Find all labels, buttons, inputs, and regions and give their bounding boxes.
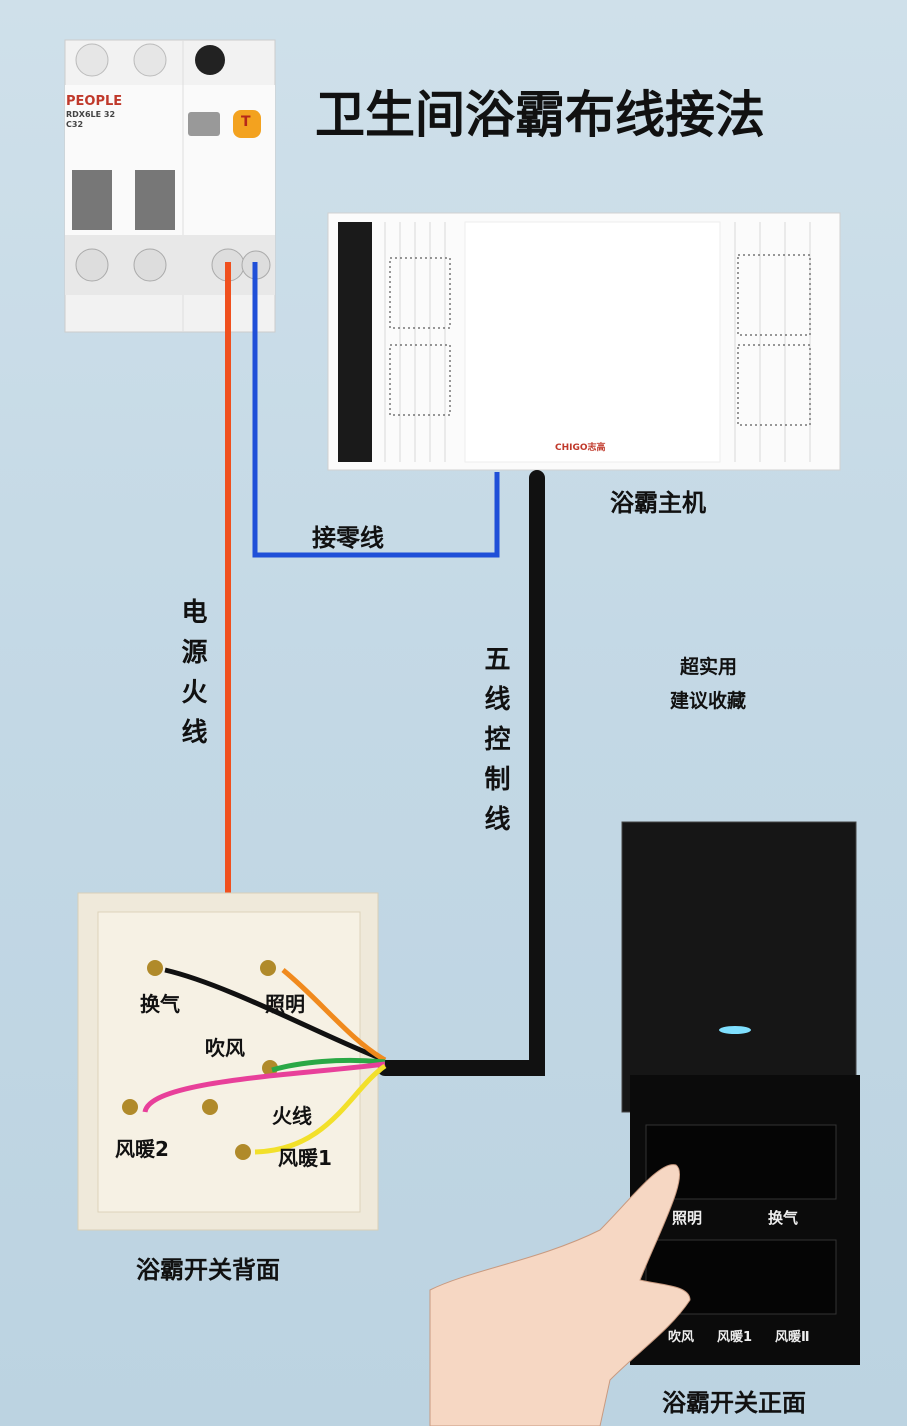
bath-heater-unit [327,212,841,471]
heater-label: 浴霸主机 [610,489,706,517]
switch-back-plate [77,892,387,1231]
heater-brand: CHIGO志高 [555,443,606,453]
switch-front-panel [621,821,860,1365]
hand-illustration [429,1164,691,1426]
circuit-breaker [64,39,276,333]
switch-front-caption: 浴霸开关正面 [662,1389,806,1417]
live-wire-label: 电源火线 [177,598,207,758]
terminal-vent: 换气 [140,992,180,1016]
front-button-heat1: 风暖1 [717,1330,753,1345]
control-wire [377,470,545,1076]
switch-back-caption: 浴霸开关背面 [136,1256,280,1284]
neutral-wire [252,262,500,558]
front-button-vent: 换气 [768,1209,799,1227]
terminal-blow: 吹风 [205,1036,245,1060]
terminal-light: 照明 [265,992,305,1016]
terminal-heat2: 风暖2 [115,1137,169,1161]
tip-line2: 建议收藏 [670,690,747,712]
tip-line1: 超实用 [680,656,738,678]
terminal-live: 火线 [272,1104,312,1128]
breaker-model: RDX6LE 32 [66,110,116,119]
neutral-wire-label: 接零线 [312,524,384,552]
front-button-light: 照明 [672,1209,703,1227]
page-title: 卫生间浴霸布线接法 [315,86,765,144]
test-button: T [241,114,251,130]
breaker-brand: PEOPLE [66,94,123,109]
front-button-heat2: 风暖Ⅱ [775,1330,810,1345]
breaker-rating: C32 [66,120,84,129]
terminal-heat1: 风暖1 [278,1146,332,1170]
front-button-blow: 吹风 [668,1330,695,1345]
control-wire-label: 五线控制线 [480,645,510,845]
